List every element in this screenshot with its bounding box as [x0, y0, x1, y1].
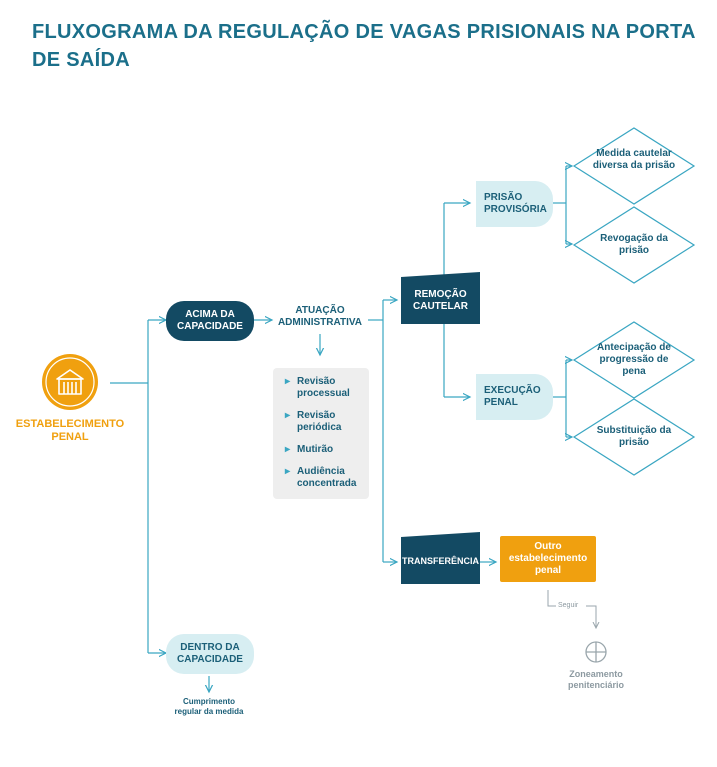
execucao-penal-label: EXECUÇÃO PENAL: [484, 385, 541, 408]
node-estabelecimento: ESTABELECIMENTO PENAL: [15, 418, 125, 443]
diamond-revogacao: [572, 206, 696, 284]
action-item: Revisão periódica: [283, 410, 363, 434]
node-revogacao: Revogação da prisão: [600, 233, 668, 256]
node-substituicao: Substituição da prisão: [596, 425, 672, 448]
diamond-substituicao: [572, 398, 696, 476]
crosshair-globe-icon: [585, 641, 607, 663]
node-transferencia: TRANSFERÊNCIA: [401, 540, 480, 582]
dentro-label: DENTRO DA CAPACIDADE: [177, 642, 243, 665]
node-zoneamento: Zoneamento penitenciário: [567, 669, 624, 690]
action-item: Mutirão: [283, 444, 363, 456]
node-cumprimento: Cumprimento regular da medida: [174, 697, 244, 716]
acima-label: ACIMA DA CAPACIDADE: [177, 309, 243, 332]
node-antecipacao: Antecipação de progressão de pena: [597, 342, 671, 377]
node-atuacao: ATUAÇÃO ADMINISTRATIVA: [277, 305, 363, 328]
remocao-shape: [401, 272, 480, 324]
action-item: Audiência concentrada: [283, 466, 363, 490]
page-title: FLUXOGRAMA DA REGULAÇÃO DE VAGAS PRISION…: [32, 21, 696, 71]
remocao-label: REMOÇÃO CAUTELAR: [413, 289, 468, 312]
node-outro-estabelecimento: Outro estabelecimento penal: [500, 536, 596, 582]
transferencia-shape: [401, 532, 480, 584]
node-medida-cautelar: Medida cautelar diversa da prisão: [592, 148, 676, 171]
transferencia-label: TRANSFERÊNCIA: [401, 556, 479, 566]
node-prisao-provisoria: PRISÃO PROVISÓRIA: [476, 181, 553, 227]
action-item: Revisão processual: [283, 376, 363, 400]
prisao-provisoria-label: PRISÃO PROVISÓRIA: [484, 192, 547, 215]
actions-box: Revisão processual Revisão periódica Mut…: [273, 368, 369, 499]
outro-label: Outro estabelecimento penal: [508, 541, 588, 576]
node-execucao-penal: EXECUÇÃO PENAL: [476, 374, 553, 420]
seguir-label: Seguir: [558, 602, 579, 609]
diamond-medida: [572, 127, 696, 205]
node-dentro-capacidade: DENTRO DA CAPACIDADE: [166, 634, 254, 674]
diamond-antecipacao: [572, 321, 696, 399]
node-acima-capacidade: ACIMA DA CAPACIDADE: [166, 301, 254, 341]
prison-building-icon: [41, 353, 99, 411]
node-remocao: REMOÇÃO CAUTELAR: [401, 280, 480, 322]
